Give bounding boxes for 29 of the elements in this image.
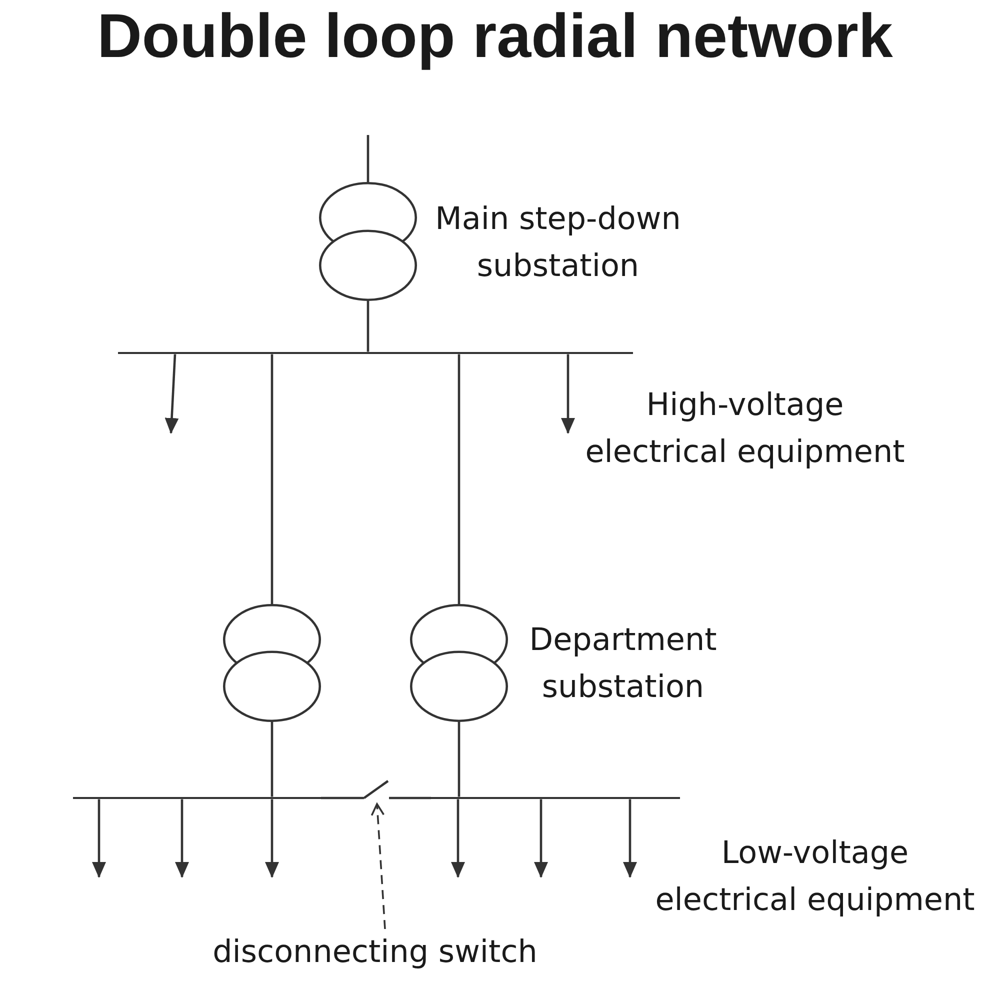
connector-line bbox=[366, 135, 370, 182]
diagram-title: Double loop radial network bbox=[97, 6, 893, 68]
arrow bbox=[561, 354, 575, 434]
arrow bbox=[534, 799, 548, 878]
arrow bbox=[265, 799, 279, 878]
arrow bbox=[164, 354, 179, 434]
busbar bbox=[118, 352, 633, 354]
arrow bbox=[451, 799, 465, 878]
node-caption: Main step-down substation bbox=[434, 200, 682, 286]
connector-line bbox=[321, 796, 364, 800]
connector-line bbox=[458, 722, 460, 797]
connector-line bbox=[389, 796, 431, 800]
connector-line bbox=[270, 354, 274, 604]
arrow bbox=[92, 799, 106, 878]
caption-text: Low-voltage electrical equipment bbox=[654, 834, 976, 920]
busbar bbox=[431, 796, 680, 800]
leader-arrow bbox=[370, 803, 386, 930]
connector-line bbox=[458, 354, 460, 604]
transformer-symbol bbox=[319, 182, 417, 301]
callout-text: disconnecting switch bbox=[212, 929, 538, 976]
busbar bbox=[73, 796, 321, 800]
caption-text: High-voltage electrical equipment bbox=[584, 386, 906, 472]
arrow bbox=[623, 799, 637, 878]
connector-line bbox=[270, 722, 274, 797]
transformer-symbol bbox=[410, 604, 508, 722]
node-caption: Department substation bbox=[528, 621, 718, 707]
connector-line bbox=[366, 301, 370, 352]
arrow bbox=[175, 799, 189, 878]
transformer-symbol bbox=[223, 604, 321, 722]
